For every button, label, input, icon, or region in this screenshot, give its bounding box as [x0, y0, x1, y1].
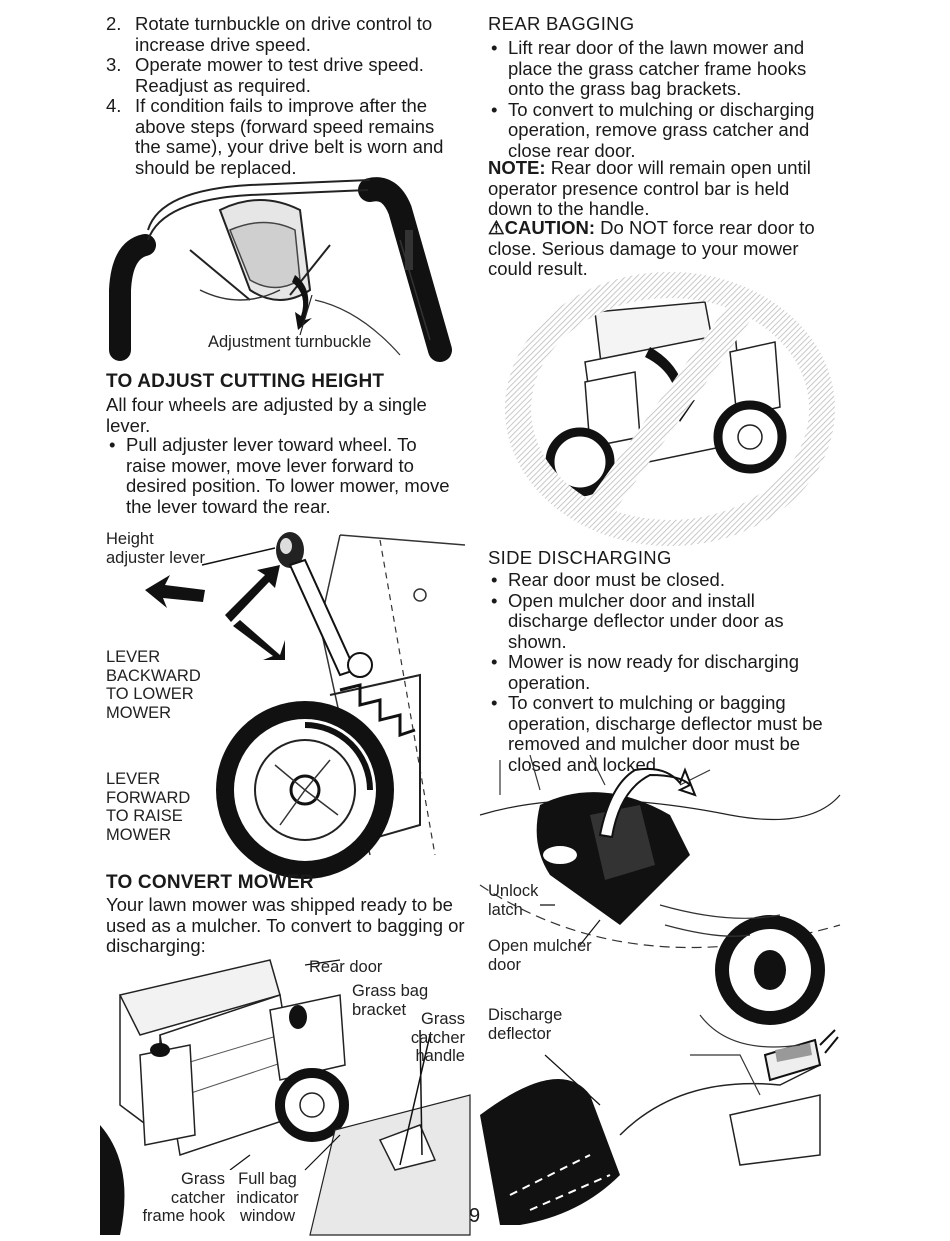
list-item: Pull adjuster lever toward wheel. To rai… [106, 434, 461, 517]
convert-mower-heading: TO CONVERT MOWER [106, 872, 314, 893]
adjust-bullets: Pull adjuster lever toward wheel. To rai… [106, 434, 461, 517]
convert-mower-text: Your lawn mower was shipped ready to be … [106, 894, 465, 956]
drive-steps: 2.Rotate turnbuckle on drive control to … [106, 13, 461, 178]
unlock-latch-label: Unlock latch [488, 882, 539, 919]
warning-triangle-icon: ⚠ [488, 217, 505, 238]
lever-backward-label: LEVER BACKWARD TO LOWER MOWER [106, 648, 201, 722]
caution-label: CAUTION: [504, 217, 596, 238]
page-number: 9 [469, 1205, 481, 1227]
grass-catcher-handle-label: Grass catcher handle [410, 1010, 465, 1065]
grass-catcher-illustration [100, 959, 471, 1236]
rear-bagging-heading: REAR BAGGING [488, 13, 635, 34]
note: NOTE: Rear door will remain open until o… [488, 157, 833, 220]
do-not-force-door-illustration [504, 272, 835, 546]
adjustment-turnbuckle-label: Adjustment turnbuckle [208, 333, 372, 351]
list-item: To convert to mulching or discharging op… [488, 99, 833, 162]
grass-bag-bracket-label: Grass bag bracket [352, 982, 429, 1019]
side-discharging-bullets: Rear door must be closed. Open mulcher d… [488, 569, 833, 775]
list-item: Rear door must be closed. [488, 569, 833, 591]
adjust-cutting-height-heading: TO ADJUST CUTTING HEIGHT [106, 371, 385, 392]
rear-door-label: Rear door [309, 958, 383, 976]
height-lever-illustration [216, 532, 466, 879]
list-item: Lift rear door of the lawn mower and pla… [488, 37, 833, 100]
rear-bagging-bullets: Lift rear door of the lawn mower and pla… [488, 37, 833, 162]
note-text: Rear door will remain open until operato… [488, 157, 811, 219]
leader-line [201, 547, 276, 566]
list-item: Open mulcher door and install discharge … [488, 590, 833, 653]
side-discharge-illustration [479, 754, 841, 1225]
list-item: Mower is now ready for discharging opera… [488, 651, 833, 693]
height-adjuster-lever-label: Height adjuster lever [106, 530, 206, 567]
step-item: 4.If condition fails to improve after th… [106, 95, 444, 178]
grass-catcher-frame-hook-label: Grass catcher frame hook [130, 1170, 225, 1226]
lever-arrows-icon [145, 565, 285, 660]
discharge-deflector-label: Discharge deflector [488, 1006, 563, 1043]
caution-text: Do NOT force rear door to close. Serious… [488, 217, 815, 279]
side-discharging-heading: SIDE DISCHARGING [488, 547, 672, 568]
step-item: 3.Operate mower to test drive speed. Rea… [106, 54, 424, 96]
adjust-intro: All four wheels are adjusted by a single… [106, 394, 427, 436]
full-bag-indicator-label: Full bag indicator window [230, 1170, 305, 1226]
note-label: NOTE: [488, 157, 546, 178]
step-item: 2.Rotate turnbuckle on drive control to … [106, 13, 433, 55]
turnbuckle-illustration [109, 177, 452, 362]
list-item: To convert to mulching or bagging operat… [488, 692, 833, 775]
lever-forward-label: LEVER FORWARD TO RAISE MOWER [106, 770, 191, 844]
caution: ⚠CAUTION: Do NOT force rear door to clos… [488, 217, 833, 280]
open-mulcher-door-label: Open mulcher door [488, 937, 592, 974]
